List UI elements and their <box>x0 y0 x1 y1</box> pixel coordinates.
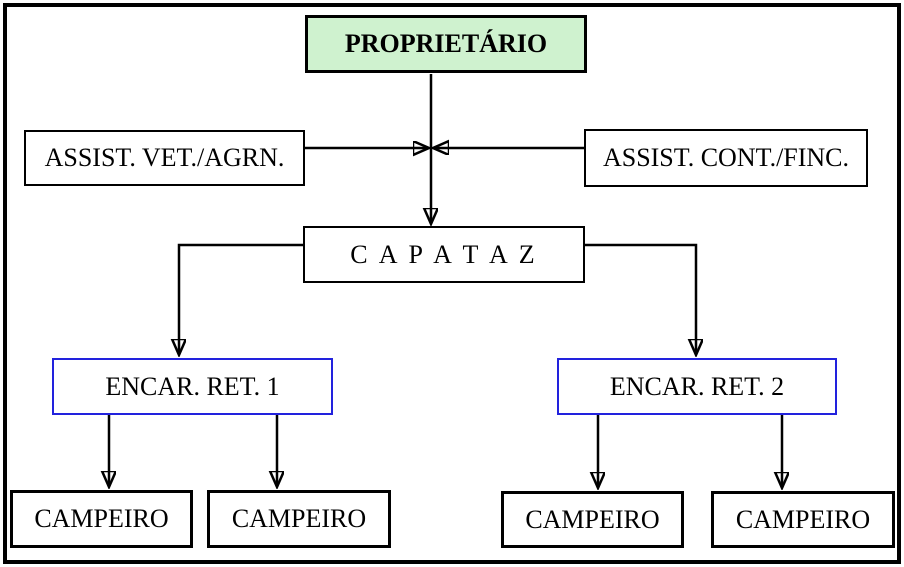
connector-capataz-encar1 <box>179 243 303 355</box>
node-campeiro-2: CAMPEIRO <box>207 490 391 548</box>
node-proprietario: PROPRIETÁRIO <box>305 15 587 73</box>
node-campeiro-4: CAMPEIRO <box>711 491 895 548</box>
node-assist-vet-agrn: ASSIST. VET./AGRN. <box>24 130 305 186</box>
node-encar-ret-2: ENCAR. RET. 2 <box>557 358 837 415</box>
chart-outer-frame <box>3 3 901 564</box>
node-encar-ret-1: ENCAR. RET. 1 <box>52 358 333 415</box>
node-assist-cont-finc: ASSIST. CONT./FINC. <box>584 129 868 187</box>
node-campeiro-3: CAMPEIRO <box>501 491 684 548</box>
node-capataz: C A P A T A Z <box>303 226 585 283</box>
node-campeiro-1: CAMPEIRO <box>10 490 193 548</box>
connector-capataz-encar2 <box>585 243 696 355</box>
